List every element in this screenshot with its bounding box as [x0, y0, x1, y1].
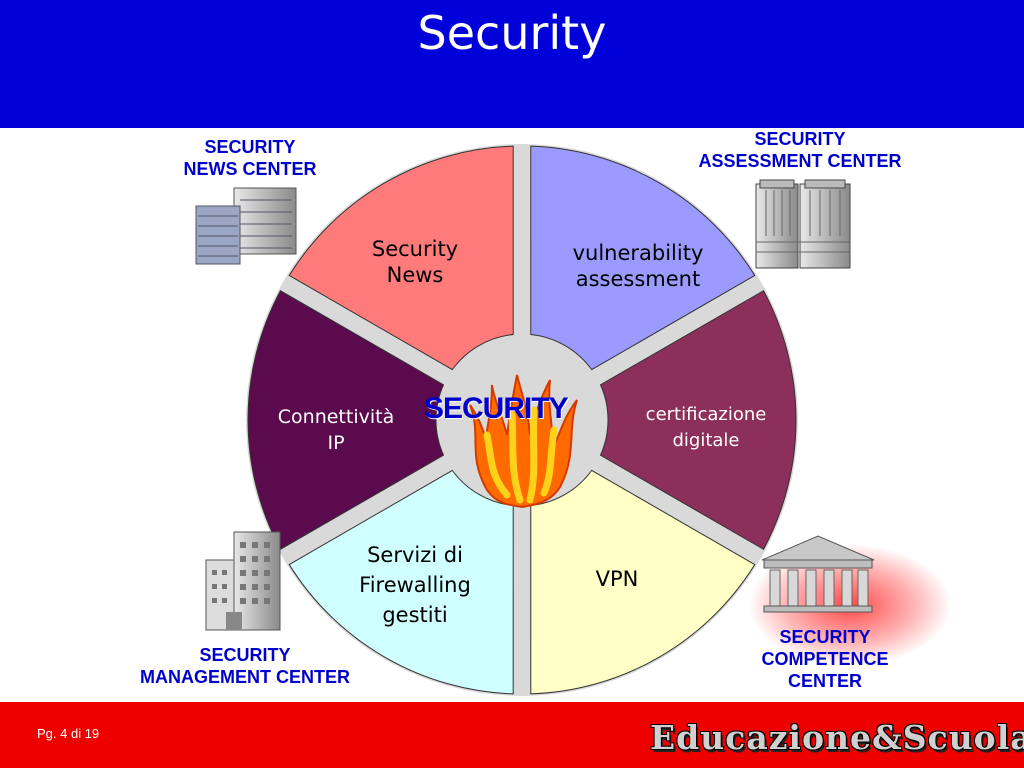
segment-firewalling-label: Servizi di Firewalling gestiti: [359, 543, 471, 627]
segment-connettivita-label: Connettività IP: [277, 406, 395, 454]
segment-vulnerability: [530, 145, 756, 371]
segment-security-news: [288, 145, 514, 371]
news-center-label: SECURITY NEWS CENTER: [183, 137, 317, 179]
wheel-segments: [247, 145, 797, 695]
assessment-center-label: SECURITY ASSESSMENT CENTER: [698, 129, 902, 171]
hotel-building-icon: [205, 531, 281, 631]
competence-center-label: SECURITY COMPETENCE CENTER: [761, 627, 889, 691]
segment-vpn: [530, 469, 756, 695]
segment-vpn-label: VPN: [595, 567, 639, 591]
office-building-icon: [195, 187, 297, 265]
page-number: Pg. 4 di 19: [37, 726, 100, 741]
header-bar: Security: [0, 0, 1024, 128]
segment-connettivita: [247, 289, 445, 551]
management-center-label: SECURITY MANAGEMENT CENTER: [140, 645, 350, 687]
twin-towers-icon: [755, 179, 851, 269]
segment-certificazione-label: certificazione digitale: [645, 404, 767, 451]
segment-certificazione: [599, 289, 797, 551]
segment-firewalling: [288, 469, 514, 695]
segment-security-news-label: Security News: [371, 237, 459, 287]
site-logo: Educazione&Scuola: [650, 718, 1024, 757]
footer-bar: Pg. 4 di 19 Educazione&Scuola: [0, 702, 1024, 768]
page-title: Security: [417, 6, 607, 60]
segment-vulnerability-label: vulnerability assessment: [572, 241, 704, 291]
center-security-label: SECURITY: [424, 392, 569, 425]
flame-icon: [469, 374, 578, 509]
